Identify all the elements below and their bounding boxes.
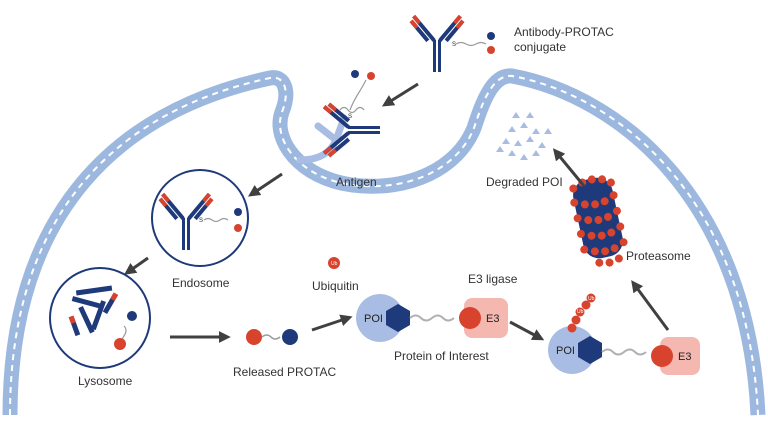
svg-text:Ub: Ub [331, 261, 338, 267]
arrow-to-endosome [248, 172, 283, 197]
protac-blue-ligand [487, 32, 495, 40]
e3-ligase-label: E3 ligase [468, 272, 518, 286]
svg-text:E3: E3 [486, 313, 499, 325]
conjugate-label-line1: Antibody-PROTAC [514, 25, 614, 39]
svg-text:S: S [348, 114, 352, 120]
antibody-protac-conjugate: S [408, 14, 495, 73]
arrow-to-lysosome [124, 256, 149, 275]
arrow-to-degraded [552, 148, 586, 187]
svg-text:Ub: Ub [577, 309, 584, 315]
ubiquitin-label: Ubiquitin [312, 279, 359, 293]
svg-text:S: S [199, 218, 203, 224]
arrow-to-antigen [381, 82, 419, 107]
svg-text:E3: E3 [678, 351, 691, 363]
arrow-to-proteasome [631, 280, 670, 331]
proteasome [569, 175, 628, 267]
sulfur-label: S [452, 42, 456, 48]
antigen-bound-antibody: S [296, 70, 380, 164]
conjugate-label-line2: conjugate [514, 40, 566, 54]
degraded-poi-label: Degraded POI [486, 175, 563, 189]
degraded-poi-fragments [496, 112, 552, 160]
endosome: S [151, 169, 249, 267]
arrow-to-ubiquitinated [509, 320, 545, 341]
protein-of-interest-label: Protein of Interest [394, 349, 489, 363]
released-protac [246, 329, 298, 345]
cell-membrane [2, 68, 766, 416]
released-protac-label: Released PROTAC [233, 365, 336, 379]
lysosome-label: Lysosome [78, 374, 133, 388]
ternary-complex: POI E3 [356, 294, 508, 342]
ubiquitinated-complex: POI E3 Ub Ub [548, 293, 700, 375]
ubiquitin-icon [328, 257, 340, 269]
svg-text:Ub: Ub [588, 296, 595, 302]
protac-red-ligand [487, 46, 495, 54]
endosome-label: Endosome [172, 276, 230, 290]
svg-text:POI: POI [364, 313, 383, 325]
antigen-label: Antigen [336, 175, 377, 189]
lysosome [49, 267, 151, 369]
arrow-to-ternary [311, 314, 353, 332]
svg-text:POI: POI [556, 345, 575, 357]
proteasome-label: Proteasome [626, 249, 691, 263]
